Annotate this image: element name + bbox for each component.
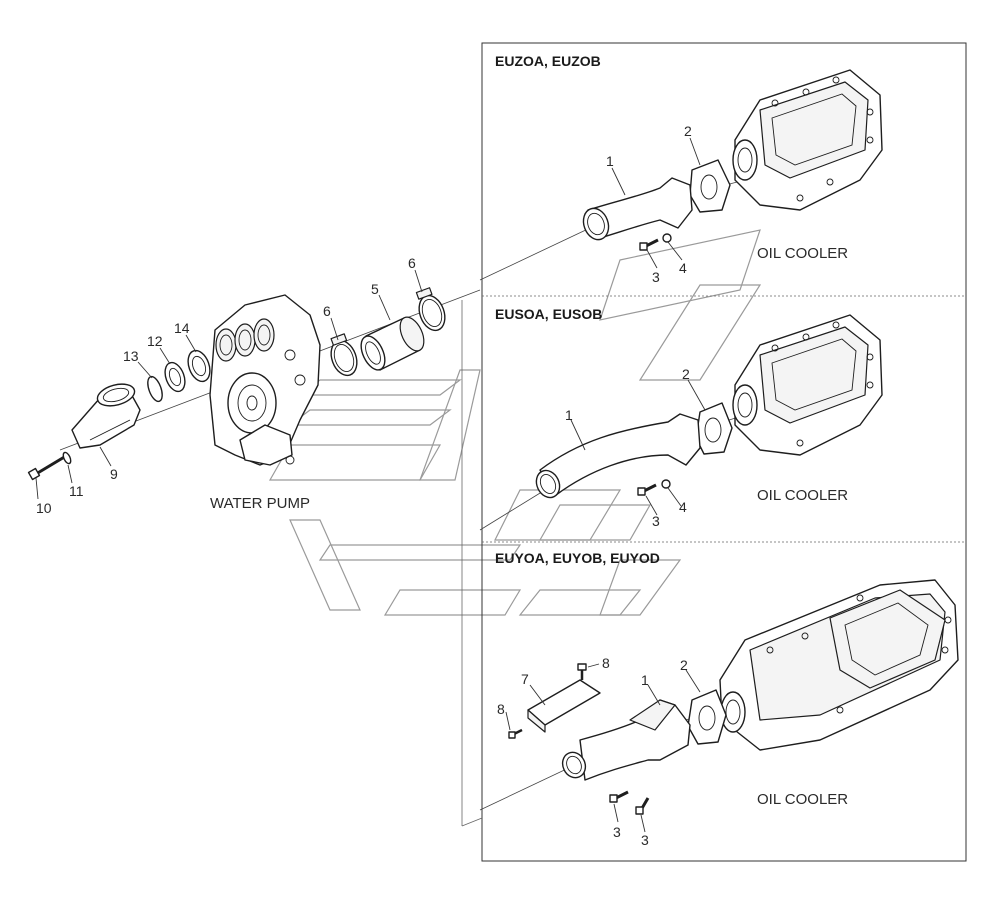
gasket-2-mid: [695, 402, 733, 455]
callout-1-mid: 1: [565, 407, 573, 423]
thermostat-housing-9: [71, 383, 141, 449]
oil-pipe-1-top: [582, 177, 693, 241]
bolt-8-left: [508, 728, 523, 739]
panel-frames: [461, 42, 967, 862]
callout-6-left: 6: [323, 303, 331, 319]
washer-11: [62, 451, 72, 465]
leader-lines: [35, 137, 706, 833]
bolt-3-bot-a: [609, 790, 629, 803]
callout-1-top: 1: [606, 153, 614, 169]
callout-13: 13: [123, 348, 139, 364]
panel-header-top: EUZOA, EUZOB: [495, 53, 601, 69]
callout-4-top: 4: [679, 260, 687, 276]
callout-1-bot: 1: [641, 672, 649, 688]
callout-12: 12: [147, 333, 163, 349]
oil-cooler-mid: [732, 314, 883, 456]
callout-8-top: 8: [602, 655, 610, 671]
hose-clamp-6-right: [415, 287, 446, 332]
callout-2-bot: 2: [680, 657, 688, 673]
hose-5: [360, 316, 425, 371]
gasket-14: [187, 349, 211, 383]
callout-2-top: 2: [684, 123, 692, 139]
watermark-logo: [268, 229, 762, 616]
panel-header-mid: EUSOA, EUSOB: [495, 306, 602, 322]
callout-3-mid: 3: [652, 513, 660, 529]
bolt-10: [27, 454, 67, 481]
callout-3-top: 3: [652, 269, 660, 285]
oil-cooler-caption-top: OIL COOLER: [757, 245, 848, 262]
bracket-7: [527, 679, 601, 733]
gasket-2-top: [689, 159, 731, 213]
bolt-3-mid: [637, 483, 657, 496]
callout-9: 9: [110, 466, 118, 482]
oil-cooler-caption-bot: OIL COOLER: [757, 791, 848, 808]
hose-clamp-6-left: [330, 333, 358, 377]
callout-2-mid: 2: [682, 366, 690, 382]
callout-14: 14: [174, 320, 190, 336]
callout-11: 11: [69, 483, 84, 499]
callout-8-left: 8: [497, 701, 505, 717]
callout-6-right: 6: [408, 255, 416, 271]
bolt-3-top: [639, 238, 659, 251]
o-ring-13: [147, 375, 163, 403]
callout-3-bot-a: 3: [613, 824, 621, 840]
callout-4-mid: 4: [679, 499, 687, 515]
bolt-8-top: [577, 663, 587, 680]
water-pump-caption: WATER PUMP: [210, 495, 310, 512]
oil-pipe-1-mid: [535, 413, 701, 499]
callout-numbers: 10 11 9 13 12 14 6 5 6 1 2 3 4 1 2 3 4 1…: [36, 123, 692, 848]
oil-cooler-bot: [719, 579, 959, 751]
callout-7: 7: [521, 671, 529, 687]
oil-cooler-caption-mid: OIL COOLER: [757, 487, 848, 504]
panel-header-bot: EUYOA, EUYOB, EUYOD: [495, 550, 660, 566]
washer-4-mid: [661, 479, 671, 489]
callout-3-bot-b: 3: [641, 832, 649, 848]
oil-cooler-top: [732, 69, 883, 211]
thermostat-12: [164, 361, 186, 393]
callout-10: 10: [36, 500, 52, 516]
water-pump: [209, 294, 321, 466]
bolt-3-bot-b: [635, 797, 650, 815]
washer-4-top: [662, 233, 672, 243]
oil-pipe-1-bot: [561, 699, 691, 781]
callout-5: 5: [371, 281, 379, 297]
